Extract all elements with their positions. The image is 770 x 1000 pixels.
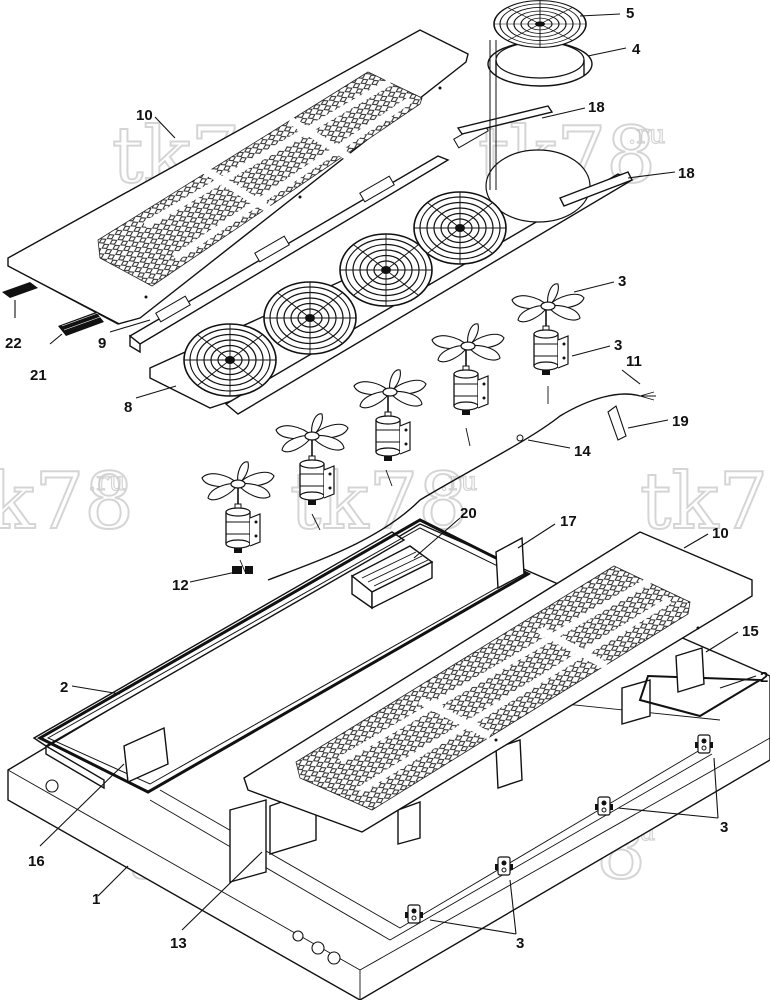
callout-16: 16 xyxy=(28,853,45,870)
leader-lines xyxy=(14,13,757,935)
callout-19: 19 xyxy=(672,413,689,430)
callout-6: 4 xyxy=(632,41,641,58)
callout-15: 13 xyxy=(170,935,187,952)
watermark-suffix: .ru xyxy=(88,467,125,497)
lower-cover-panel xyxy=(243,531,753,833)
callout-20: 20 xyxy=(460,505,477,522)
mounting-rails xyxy=(456,105,633,207)
callout-9: 9 xyxy=(98,335,106,352)
callouts: 5 4 18 18 10 3 3 11 19 14 8 9 22 21 20 1… xyxy=(5,5,768,952)
callout-22: 22 xyxy=(5,335,22,352)
callout-18a: 18 xyxy=(588,99,605,116)
watermark-text: tk78 xyxy=(0,457,134,547)
callout-12: 12 xyxy=(172,577,189,594)
wiring-harness xyxy=(232,386,656,581)
top-fan-assembly xyxy=(487,0,593,190)
brackets xyxy=(123,536,705,784)
callout-2a: 2 xyxy=(60,679,68,696)
callout-10b: 10 xyxy=(712,525,729,542)
upper-cover-panel xyxy=(7,29,469,325)
callout-2b: 2 xyxy=(760,669,768,686)
callout-17: 17 xyxy=(560,513,577,530)
callout-8: 8 xyxy=(124,399,132,416)
callout-5: 3 xyxy=(618,273,626,290)
watermark-suffix: .ru xyxy=(440,467,477,497)
gasket-strips xyxy=(2,282,104,336)
watermark-text: tk78 xyxy=(640,457,770,547)
callout-18b: 18 xyxy=(678,165,695,182)
fan-base-plate xyxy=(128,121,634,415)
callout-7: 5 xyxy=(626,5,634,22)
callout-1: 1 xyxy=(92,891,100,908)
callout-3a: 3 xyxy=(720,819,728,836)
callout-4: 3 xyxy=(614,337,622,354)
callout-11: 11 xyxy=(626,353,642,370)
control-box xyxy=(350,545,434,610)
watermark-suffix: .ru xyxy=(628,120,665,150)
callout-10a: 10 xyxy=(136,107,153,124)
callout-13: 14 xyxy=(574,443,591,460)
callout-14: 15 xyxy=(742,623,759,640)
callout-21: 21 xyxy=(30,367,47,384)
callout-3b: 3 xyxy=(516,935,524,952)
